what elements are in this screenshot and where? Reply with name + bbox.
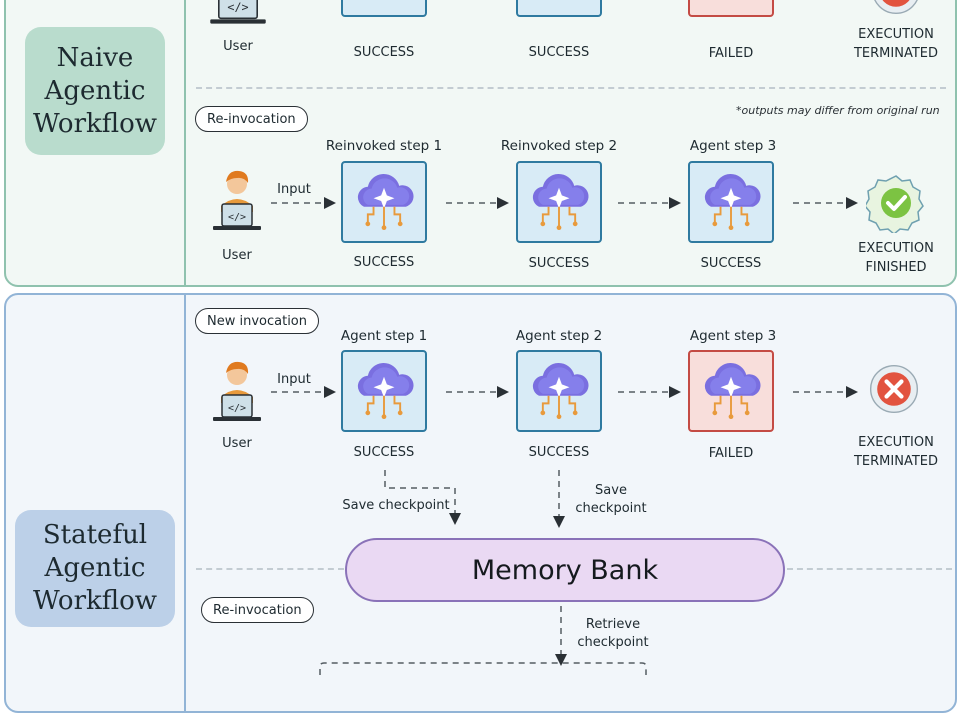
error-x-icon [866,361,922,417]
cloud-ai-icon [690,352,772,430]
agent-box-failed [688,0,774,17]
end-status-label: EXECUTION TERMINATED [853,435,938,469]
check-badge-icon [866,173,926,233]
svg-text:</>: </> [227,0,248,14]
agent-box-success [516,0,602,17]
panel-divider [184,0,186,285]
user-laptop-icon: </> [210,0,266,24]
end-status-label: EXECUTION TERMINATED [853,27,938,61]
agent-box-success [341,161,427,243]
memory-bank: Memory Bank [345,538,785,602]
arrows-layer [271,197,858,209]
retrieve-checkpoint-label: Retrieve checkpoint [577,617,649,650]
step-title: Agent step 2 [515,328,603,344]
reinvocation-pill: Re-invocation [195,106,308,132]
stateful-workflow-panel: Stateful Agentic Workflow New invocation… [4,293,957,713]
status-label: SUCCESS [353,445,415,460]
agent-box-success [341,0,427,17]
separator-line [196,568,344,570]
input-label: Input [277,372,311,387]
new-invocation-pill: New invocation [195,308,320,334]
agent-box-success [688,161,774,243]
save-checkpoint-label: Save checkpoint [342,498,450,513]
agent-box-success [341,350,427,432]
step-title: Agent step 3 [689,138,777,154]
agent-box-success [516,161,602,243]
agent-box-failed [688,350,774,432]
next-stage-bracket [319,662,647,675]
step-title: Reinvoked step 1 [325,138,443,154]
save-checkpoint-label: Save checkpoint [575,483,647,516]
input-label: Input [277,182,311,197]
status-label: SUCCESS [353,45,415,60]
separator-line [196,87,946,89]
step-title: Reinvoked step 2 [500,138,618,154]
agent-box-success [516,350,602,432]
status-label: SUCCESS [528,256,590,271]
status-label: SUCCESS [528,445,590,460]
status-label: SUCCESS [353,255,415,270]
save-checkpoint-arrow [384,470,461,525]
cloud-ai-icon [343,163,425,241]
user-label: User [222,436,252,451]
cloud-ai-icon [518,163,600,241]
stateful-section-label: Stateful Agentic Workflow [15,510,175,627]
step-title: Agent step 1 [340,328,428,344]
outputs-note: *outputs may differ from original run [736,104,940,117]
status-label: SUCCESS [528,45,590,60]
status-label: SUCCESS [700,256,762,271]
user-label: User [223,39,253,54]
naive-section-label: Naive Agentic Workflow [25,27,165,155]
cloud-ai-icon [343,352,425,430]
status-label: FAILED [708,46,754,61]
end-status-label: EXECUTION FINISHED [858,241,934,275]
arrows-layer [271,386,858,675]
reinvocation-pill: Re-invocation [201,597,314,623]
status-label: FAILED [708,446,754,461]
panel-divider [184,295,186,711]
user-label: User [222,248,252,263]
separator-line [787,568,952,570]
naive-workflow-panel: Naive Agentic Workflow </> User SUCCESS … [4,0,957,287]
step-title: Agent step 3 [689,328,777,344]
cloud-ai-icon [518,352,600,430]
cloud-ai-icon [690,163,772,241]
